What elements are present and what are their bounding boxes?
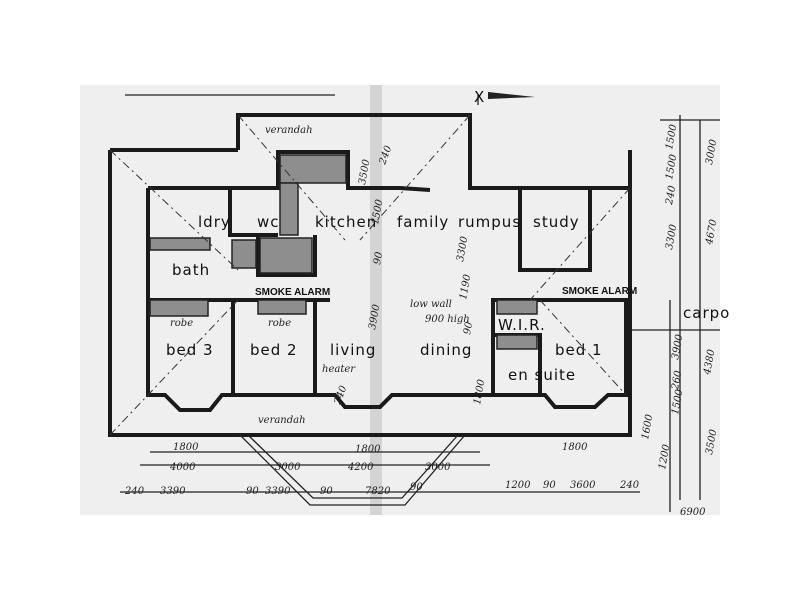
dimension-label: 3000 bbox=[704, 138, 719, 166]
dimension-label: 1800 bbox=[562, 442, 588, 453]
room-label: living bbox=[330, 341, 376, 359]
plan-note: heater bbox=[322, 364, 356, 375]
dimension-lines bbox=[120, 92, 720, 512]
dimension-label: 1500 bbox=[664, 123, 679, 151]
smoke-alarm-label: SMOKE ALARM bbox=[255, 287, 330, 298]
dimension-label: 1800 bbox=[472, 378, 487, 406]
room-label: kitchen bbox=[315, 213, 377, 231]
dimension-label: 4200 bbox=[347, 462, 374, 473]
dimension-label: 3600 bbox=[570, 480, 596, 491]
dimension-label: 1190 bbox=[458, 273, 473, 301]
dimension-label: 240 bbox=[124, 486, 145, 497]
dimension-label: 4000 bbox=[169, 462, 196, 473]
smoke-alarm-label: SMOKE ALARM bbox=[562, 286, 637, 297]
dimension-label: 6900 bbox=[680, 507, 706, 518]
room-label: family bbox=[397, 213, 449, 231]
dimension-label: 240 bbox=[619, 480, 640, 491]
dimension-label: 3300 bbox=[455, 235, 470, 263]
room-label: bed 2 bbox=[250, 341, 298, 359]
dimension-label: 90 bbox=[543, 480, 556, 491]
dimension-label: 260 bbox=[670, 369, 684, 391]
plan-note: robe bbox=[268, 318, 291, 329]
room-label: ldry bbox=[198, 213, 231, 231]
dimension-label: 3500 bbox=[357, 158, 372, 186]
room-label: bed 3 bbox=[166, 341, 214, 359]
dimension-label: 240 bbox=[664, 184, 678, 206]
dimension-label: 1500 bbox=[664, 153, 679, 181]
room-label: bed 1 bbox=[555, 341, 603, 359]
plan-note: verandah bbox=[265, 125, 313, 136]
plan-note: 900 high bbox=[425, 314, 470, 325]
dimension-label: 90 bbox=[372, 250, 385, 265]
room-label: study bbox=[533, 213, 580, 231]
plan-note: low wall bbox=[410, 299, 452, 310]
dimension-label: 1800 bbox=[355, 444, 381, 455]
dimension-label: 1500 bbox=[670, 388, 685, 416]
dimension-label: 1500 bbox=[370, 198, 385, 226]
dimension-label: 90 bbox=[462, 320, 475, 335]
dimension-label: 1800 bbox=[173, 442, 199, 453]
dimension-label: 3900 bbox=[670, 333, 685, 361]
dimension-label: 90 bbox=[320, 486, 333, 497]
dimension-label: 1200 bbox=[505, 480, 531, 491]
room-label: dining bbox=[420, 341, 472, 359]
dimension-label: 1600 bbox=[640, 413, 655, 441]
plan-note: verandah bbox=[258, 415, 306, 426]
dimension-label: 4380 bbox=[702, 348, 718, 377]
dimension-label: 7820 bbox=[365, 486, 391, 497]
room-label: W.I.R. bbox=[498, 316, 546, 334]
dimension-label: 4670 bbox=[704, 218, 720, 247]
diagonal-guides bbox=[109, 114, 631, 436]
dimension-label: 1200 bbox=[657, 443, 672, 471]
room-label: carpo bbox=[683, 304, 730, 322]
room-label: bath bbox=[172, 261, 210, 279]
dimension-label: 3500 bbox=[704, 428, 719, 456]
room-label: rumpus bbox=[458, 213, 521, 231]
room-label: wc bbox=[257, 213, 280, 231]
shaded-fittings bbox=[149, 154, 538, 350]
dimension-label: 3390 bbox=[160, 486, 186, 497]
dimension-label: 3300 bbox=[664, 223, 679, 251]
dimension-label: 3900 bbox=[367, 303, 382, 331]
room-label: en suite bbox=[508, 366, 576, 384]
dimension-label: 3390 bbox=[265, 486, 291, 497]
north-marker: X bbox=[474, 88, 485, 106]
dimension-label: 3000 bbox=[275, 462, 301, 473]
dimension-label: 90 bbox=[410, 482, 423, 493]
dimension-label: 3000 bbox=[425, 462, 451, 473]
plan-note: robe bbox=[170, 318, 193, 329]
dimension-label: 90 bbox=[246, 486, 259, 497]
